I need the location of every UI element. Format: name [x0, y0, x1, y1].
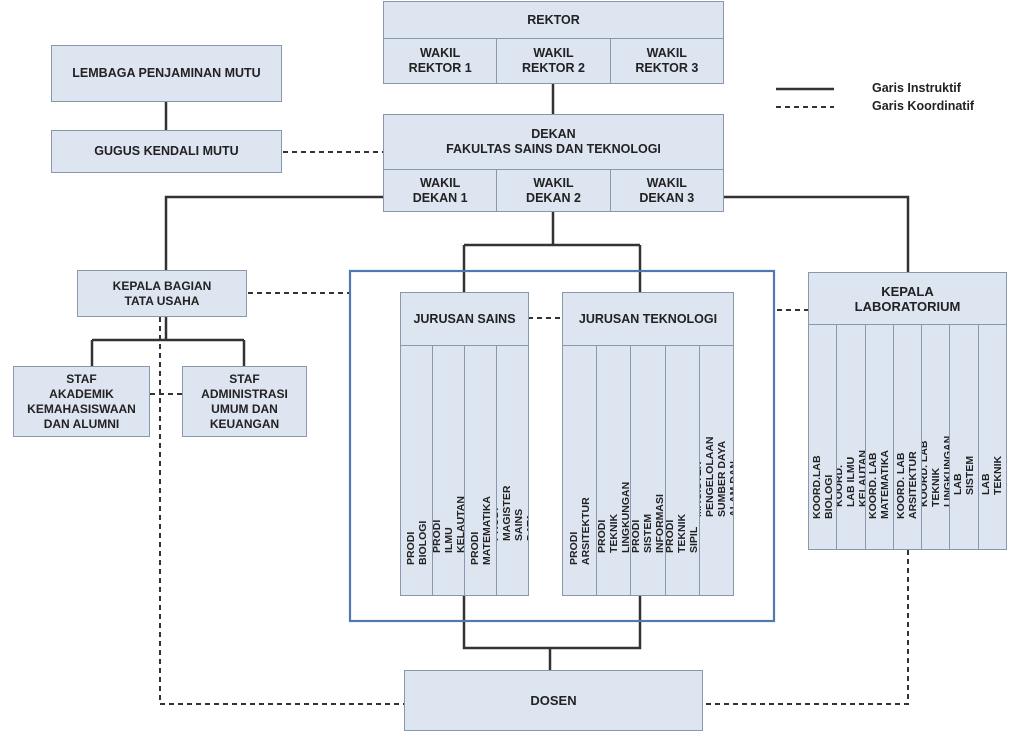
prodi-ilmu-kelautan: PRODI ILMU KELAUTAN — [432, 345, 465, 596]
wakil-rektor-row: WAKIL REKTOR 1 WAKIL REKTOR 2 WAKIL REKT… — [383, 38, 724, 84]
koord-lab-teknik-sipil: KOORD. LAB TEKNIK SIPIL — [977, 324, 1007, 550]
lembaga-penjaminan-mutu-box: LEMBAGA PENJAMINAN MUTU — [51, 45, 282, 102]
legend-instruktif-label: Garis Instruktif — [872, 81, 961, 95]
prodi-matematika: PRODI MATEMATIKA — [464, 345, 497, 596]
jurusan-sains-box: JURUSAN SAINS — [400, 292, 529, 346]
prodi-sains-group: PRODI BIOLOGI PRODI ILMU KELAUTAN PRODI … — [400, 345, 529, 596]
koordinatif-lines — [150, 151, 909, 705]
koord-lab-biologi: KOORD.LAB BIOLOGI — [808, 324, 838, 550]
koord-lab-arsitektur: KOORD. LAB ARSITEKTUR — [892, 324, 923, 550]
prodi-biologi: PRODI BIOLOGI — [400, 345, 433, 596]
legend-koordinatif-label: Garis Koordinatif — [872, 99, 975, 113]
prodi-teknologi-group: PRODI ARSITEKTUR PRODI TEKNIK LINGKUNGAN… — [562, 345, 735, 596]
wakil-rektor-2: WAKIL REKTOR 2 — [496, 38, 611, 84]
kepala-tata-usaha-box: KEPALA BAGIAN TATA USAHA — [77, 270, 247, 317]
legend-lines — [776, 87, 834, 108]
rektor-box: REKTOR — [383, 1, 724, 39]
dekan-box: DEKAN FAKULTAS SAINS DAN TEKNOLOGI — [383, 114, 724, 170]
prodi-teknik-lingkungan: PRODI TEKNIK LINGKUNGAN — [596, 345, 632, 596]
wakil-rektor-1: WAKIL REKTOR 1 — [383, 38, 498, 84]
wakil-dekan-2: WAKIL DEKAN 2 — [496, 169, 611, 212]
staf-administrasi-box: STAF ADMINISTRASI UMUM DAN KEUANGAN — [182, 366, 307, 437]
gugus-kendali-mutu-box: GUGUS KENDALI MUTU — [51, 130, 282, 173]
staf-akademik-box: STAF AKADEMIK KEMAHASISWAAN DAN ALUMNI — [13, 366, 150, 437]
koord-lab-teknik-lingkungan: KOORD. LAB TEKNIK LINGKUNGAN — [921, 324, 951, 550]
prodi-teknik-sipil: PRODI TEKNIK SIPIL — [664, 345, 700, 596]
koord-lab-sistem-informasi: KOORD. LAB SISTEM INFORMASI — [949, 324, 979, 550]
koord-lab-matematika: KOORD. LAB MATEMATIKA — [864, 324, 894, 550]
wakil-dekan-3: WAKIL DEKAN 3 — [609, 169, 724, 212]
jurusan-teknologi-box: JURUSAN TEKNOLOGI — [562, 292, 734, 346]
dosen-box: DOSEN — [404, 670, 703, 731]
instruktif-lines — [90, 84, 910, 670]
wakil-rektor-3: WAKIL REKTOR 3 — [609, 38, 724, 84]
koord-lab-ilmu-kelautan: KOORD. LAB ILMU KELAUTAN — [836, 324, 866, 550]
prodi-magister-sains-data: PRODI MAGISTER SAINS DATA — [496, 345, 529, 596]
kepala-laboratorium-box: KEPALA LABORATORIUM — [808, 272, 1007, 325]
prodi-sistem-informasi: PRODI SISTEM INFORMASI — [630, 345, 666, 596]
prodi-arsitektur: PRODI ARSITEKTUR — [562, 345, 598, 596]
wakil-dekan-row: WAKIL DEKAN 1 WAKIL DEKAN 2 WAKIL DEKAN … — [383, 169, 724, 212]
koord-lab-group: KOORD.LAB BIOLOGI KOORD. LAB ILMU KELAUT… — [808, 324, 1007, 550]
prodi-magister-psdal: PRODI MAGISTER PENGELOLAAN SUMBER DAYA A… — [698, 345, 735, 596]
jurusan-frame — [348, 269, 776, 623]
wakil-dekan-1: WAKIL DEKAN 1 — [383, 169, 498, 212]
